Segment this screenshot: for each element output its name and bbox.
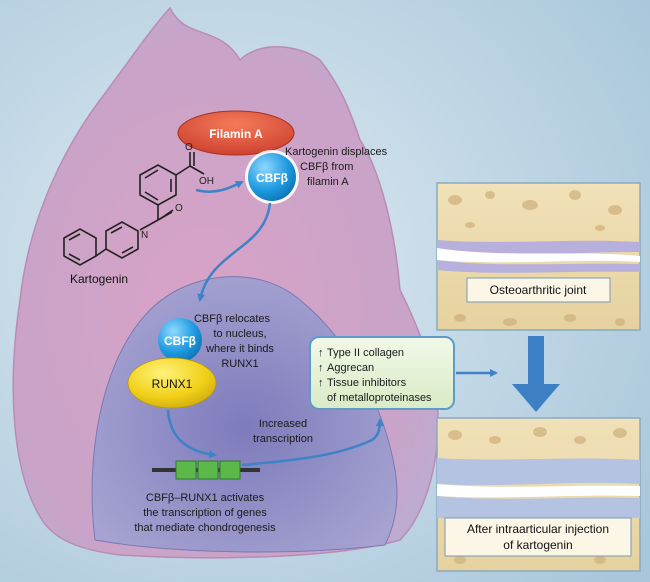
arrow-runx-to-gene [166,409,217,459]
panel-before-label: Osteoarthritic joint [490,283,587,297]
displace-annotation: Kartogenin displaces CBFβ from filamin A [285,146,388,188]
svg-text:that mediate chondrogenesis: that mediate chondrogenesis [134,522,276,534]
arrow-cbf-to-nucleus [197,202,272,302]
effect-arrow-3: ↑ [318,377,324,389]
svg-text:filamin A: filamin A [307,176,349,188]
svg-text:transcription: transcription [253,433,313,445]
panel-after-label-line1: After intraarticular injection [467,522,609,536]
effect-arrow-1: ↑ [318,347,324,359]
cbf-beta-nucleus-label: CBFβ [164,334,196,348]
osteoarthritic-joint-panel: Osteoarthritic joint [436,182,641,331]
svg-text:CBFβ–RUNX1 activates: CBFβ–RUNX1 activates [146,492,265,504]
atom-n: N [141,230,148,241]
effect-aggrecan: Aggrecan [327,362,374,374]
svg-text:RUNX1: RUNX1 [221,358,258,370]
cbf-beta-cytoplasm: CBFβ [245,150,299,204]
svg-text:where it binds: where it binds [205,343,274,355]
transcription-annotation: Increased transcription [253,418,313,445]
kartogenin-structure [63,152,205,266]
cbf-beta-top-label: CBFβ [256,171,288,185]
svg-text:CBFβ relocates: CBFβ relocates [194,313,271,325]
effect-arrow-2: ↑ [318,362,324,374]
atom-o-amide: O [175,203,183,214]
svg-text:the transcription of genes: the transcription of genes [143,507,267,519]
filamin-a-label: Filamin A [209,127,263,141]
runx1-label: RUNX1 [152,377,193,391]
effect-metalloproteinases: of metalloproteinases [327,392,432,404]
effect-type-ii-collagen: Type II collagen [327,347,404,359]
panel-after-label-line2: of kartogenin [503,538,572,552]
svg-text:Increased: Increased [259,418,307,430]
effect-tissue-inhibitors: Tissue inhibitors [327,377,407,389]
cbf-beta-nucleus: CBFβ [158,318,202,362]
atom-o-acid: O [185,142,193,153]
atom-oh: OH [199,176,214,187]
effects-box: ↑ Type II collagen ↑ Aggrecan ↑ Tissue i… [309,336,455,410]
filamin-a: Filamin A [177,110,295,156]
kartogenin-label: Kartogenin [70,272,128,286]
svg-text:to nucleus,: to nucleus, [213,328,266,340]
svg-text:Kartogenin displaces: Kartogenin displaces [285,146,388,158]
arrow-gene-to-effects [241,418,384,467]
arrow-kartogenin-to-cbf [195,180,244,193]
after-injection-panel: After intraarticular injection of kartog… [436,417,641,572]
relocate-annotation: CBFβ relocates to nucleus, where it bind… [194,313,274,370]
svg-text:CBFβ from: CBFβ from [300,161,353,173]
runx1: RUNX1 [127,357,217,409]
activates-annotation: CBFβ–RUNX1 activates the transcription o… [134,492,276,534]
big-down-arrow [512,336,560,412]
gene-dna [152,460,260,480]
